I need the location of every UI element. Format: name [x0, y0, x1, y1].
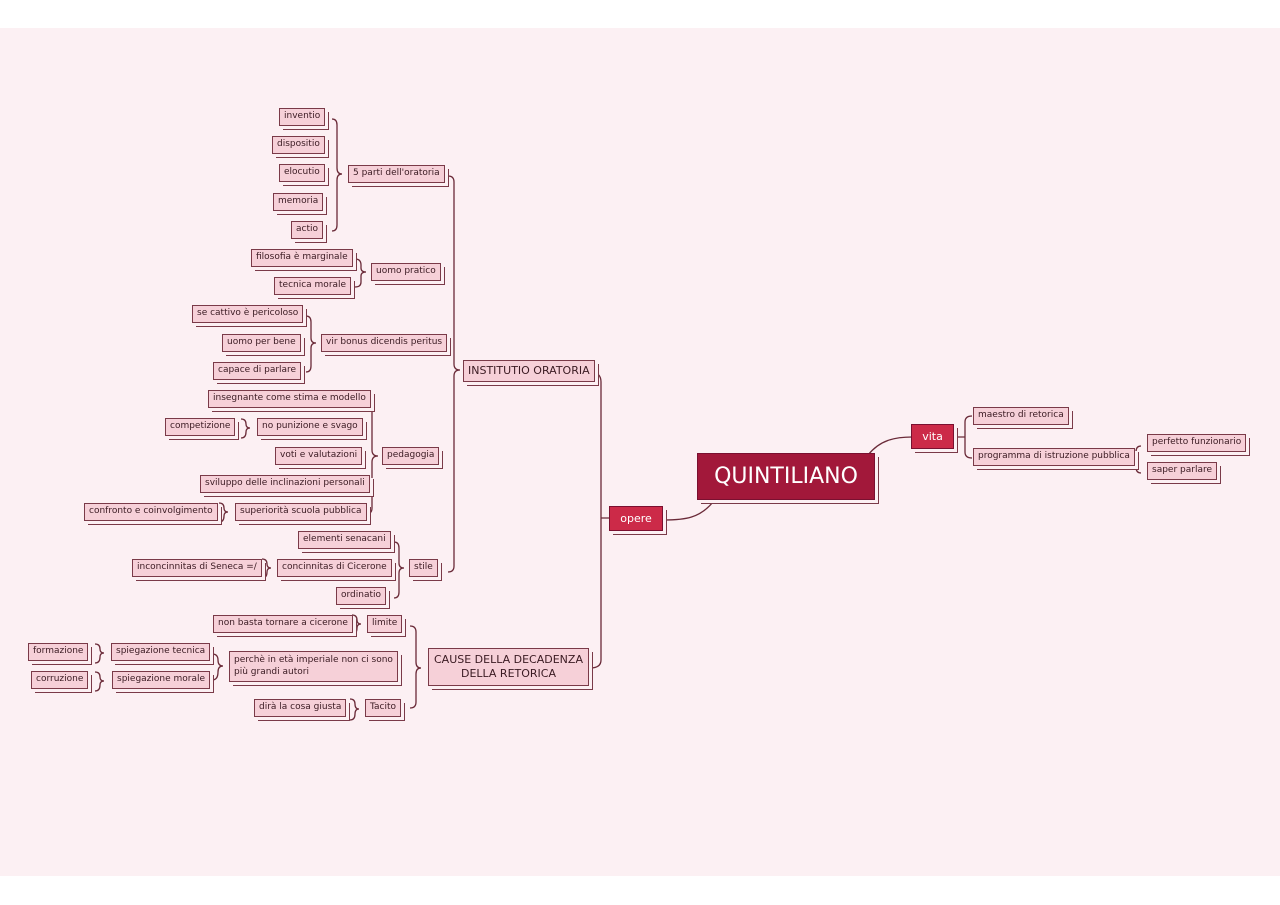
connector-opere-trunk — [589, 371, 609, 669]
node-saper-parlare[interactable]: saper parlare — [1147, 462, 1217, 480]
brace-competizione — [240, 418, 251, 439]
node-insegnante-modello[interactable]: insegnante come stima e modello — [208, 390, 371, 408]
node-voti-valutazioni[interactable]: voti e valutazioni — [275, 447, 363, 465]
node-dira-cosa-giusta[interactable]: dirà la cosa giusta — [254, 699, 347, 717]
branch-node-vita[interactable]: vita — [911, 424, 954, 449]
node-no-punizione-svago[interactable]: no punizione e svago — [257, 418, 363, 436]
node-non-basta-cicerone[interactable]: non basta tornare a cicerone — [213, 615, 353, 633]
node-maestro-di-retorica[interactable]: maestro di retorica — [973, 407, 1069, 425]
node-institutio-oratoria[interactable]: INSTITUTIO ORATORIA — [463, 360, 595, 382]
node-perche-eta-imperiale[interactable]: perchè in età imperiale non ci sono più … — [229, 651, 398, 682]
connector-root-vita — [867, 436, 913, 456]
brace-confronto — [218, 502, 229, 523]
node-sviluppo-inclinazioni[interactable]: sviluppo delle inclinazioni personali — [200, 475, 370, 493]
node-stile[interactable]: stile — [409, 559, 438, 577]
node-5-parti-oratoria[interactable]: 5 parti dell'oratoria — [348, 165, 445, 183]
node-spiegazione-morale[interactable]: spiegazione morale — [112, 671, 211, 689]
brace-uomo-pratico — [354, 258, 367, 288]
brace-formazione — [94, 643, 105, 664]
node-uomo-pratico[interactable]: uomo pratico — [371, 263, 441, 281]
node-filosofia-marginale[interactable]: filosofia è marginale — [251, 249, 353, 267]
node-competizione[interactable]: competizione — [165, 418, 236, 436]
node-se-cattivo-pericoloso[interactable]: se cattivo è pericoloso — [192, 305, 304, 323]
node-elementi-senacani[interactable]: elementi senacani — [298, 531, 391, 549]
connector-root-opere — [663, 501, 714, 521]
node-formazione[interactable]: formazione — [28, 643, 89, 661]
node-tecnica-morale[interactable]: tecnica morale — [274, 277, 352, 295]
node-limite[interactable]: limite — [367, 615, 403, 633]
brace-limite — [351, 614, 362, 635]
node-tacito[interactable]: Tacito — [365, 699, 402, 717]
node-vir-bonus[interactable]: vir bonus dicendis peritus — [321, 334, 448, 352]
branch-node-opere[interactable]: opere — [609, 506, 663, 531]
node-uomo-per-bene[interactable]: uomo per bene — [222, 334, 301, 352]
node-concinnitas-cicerone[interactable]: concinnitas di Cicerone — [277, 559, 392, 577]
node-confronto-coinvolgimento[interactable]: confronto e coinvolgimento — [84, 503, 218, 521]
node-cause-decadenza[interactable]: CAUSE DELLA DECADENZA DELLA RETORICA — [428, 648, 589, 686]
brace-seneca — [261, 558, 272, 579]
node-corruzione[interactable]: corruzione — [31, 671, 89, 689]
brace-parti — [331, 118, 343, 232]
node-memoria[interactable]: memoria — [273, 193, 324, 211]
brace-perche — [211, 653, 224, 681]
brace-corruzione — [94, 671, 105, 692]
node-actio[interactable]: actio — [291, 221, 323, 239]
node-programma-istruzione[interactable]: programma di istruzione pubblica — [973, 448, 1135, 466]
node-spiegazione-tecnica[interactable]: spiegazione tecnica — [111, 643, 211, 661]
root-node-quintiliano[interactable]: QUINTILIANO — [697, 453, 875, 500]
node-superiorita-scuola[interactable]: superiorità scuola pubblica — [235, 503, 367, 521]
brace-vir-bonus — [305, 315, 317, 373]
brace-cause — [409, 625, 422, 709]
brace-pedagogia — [365, 399, 379, 515]
node-dispositio[interactable]: dispositio — [272, 136, 325, 154]
node-perfetto-funzionario[interactable]: perfetto funzionario — [1147, 434, 1247, 452]
node-elocutio[interactable]: elocutio — [279, 164, 325, 182]
node-inventio[interactable]: inventio — [279, 108, 326, 126]
node-ordinatio[interactable]: ordinatio — [336, 587, 387, 605]
node-inconcinnitas-seneca[interactable]: inconcinnitas di Seneca =/ — [132, 559, 262, 577]
brace-tacito — [349, 698, 360, 721]
brace-institutio — [447, 175, 461, 573]
node-capace-di-parlare[interactable]: capace di parlare — [213, 362, 302, 380]
node-pedagogia[interactable]: pedagogia — [382, 447, 440, 465]
connector-vita-children — [955, 415, 973, 459]
brace-stile — [393, 541, 405, 599]
